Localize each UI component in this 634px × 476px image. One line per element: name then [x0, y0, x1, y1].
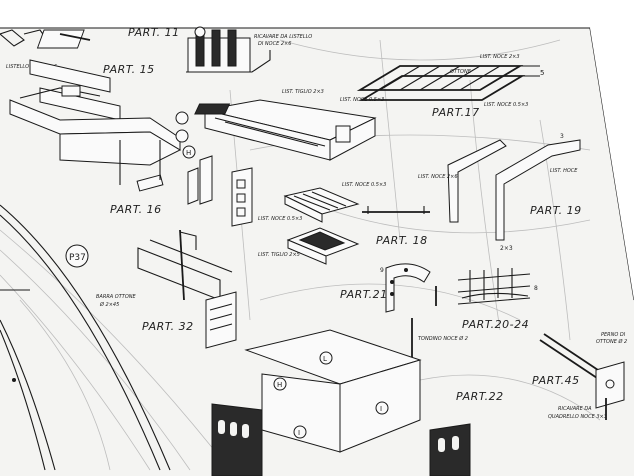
tondino-noce-note: TONDINO NOCE Ø 2 [418, 335, 468, 342]
small-stacked-parts [187, 155, 253, 227]
ricavare-quadrello-line1: RICAVARE DA [558, 406, 592, 412]
part-45-label: PART.45 [532, 374, 580, 387]
part-45-drawing [539, 333, 625, 420]
background-hull-outlines [0, 39, 601, 471]
list-noce-2x6-note: LIST. NOCE 2×6 [418, 174, 458, 180]
ricavare-quadrello-line2: QUADRELLO NOCE 3×3 [548, 414, 607, 420]
deckhouse-drawing [194, 99, 377, 161]
top-paper-edge [0, 0, 634, 28]
part-20-24-label: PART.20-24 [462, 318, 529, 331]
window-strip [211, 403, 471, 476]
part-20-24-drawing [457, 268, 531, 305]
list-noce-2x3-note: LIST. NOCE 2×3 [480, 54, 520, 60]
part-15-label: PART. 15 [103, 63, 155, 76]
list-noce-05x3-b-note: LIST. NOCE 0.5×3 [484, 102, 528, 108]
svg-text:I: I [380, 405, 382, 413]
dim-3: 3 [560, 133, 564, 140]
part-11-drawing [186, 26, 271, 73]
p37-label: P37 [69, 253, 86, 263]
ricavare-listello-line1: RICAVARE DA LISTELLO [254, 34, 312, 40]
ricavare-listello-line2: DI NOCE 2×6 [258, 41, 291, 47]
svg-text:I: I [298, 429, 300, 437]
part-19-label: PART. 19 [530, 204, 582, 217]
part-21-label: PART.21 [340, 288, 388, 301]
svg-text:L: L [323, 355, 327, 363]
list-noce-05x3-c-note: LIST. NOCE 0.5×3 [342, 182, 386, 188]
perno-line2: OTTONE Ø 2 [596, 338, 627, 345]
top-left-fittings [0, 29, 91, 49]
list-noce-05x3-side-note: LIST. NOCE 0.5×3 [258, 216, 302, 222]
curved-part-drawing [385, 263, 437, 360]
list-hoce-note: LIST. HOCE [550, 168, 578, 174]
dim-2x3: 2×3 [500, 245, 513, 252]
dim-5: 5 [540, 69, 544, 77]
p37-callout: P37 [65, 244, 89, 268]
part-18-drawing [283, 187, 430, 265]
barra-ottone-dim: Ø 2×45 [99, 301, 119, 308]
part-17-label: PART.17 [432, 106, 480, 119]
dim-9: 9 [380, 267, 384, 274]
part-15-16-drawing [9, 59, 189, 192]
part-32-drawing [137, 229, 237, 349]
part-18-label: PART. 18 [376, 234, 428, 247]
part-16-label: PART. 16 [110, 203, 162, 216]
part-32-label: PART. 32 [142, 320, 194, 333]
part-11-label: PART. 11 [128, 26, 180, 39]
part-22-label: PART.22 [456, 390, 504, 403]
barra-ottone-note: BARRA OTTONE [96, 294, 137, 300]
part-22-drawing: L H I I [244, 329, 422, 453]
ottone-note: OTTONE [450, 69, 472, 75]
rail-lines [0, 204, 171, 471]
list-tiglio-note: LIST. TIGLIO 2×3 [282, 89, 324, 95]
part-17-ladder [356, 65, 540, 101]
dim-8: 8 [534, 285, 538, 292]
svg-text:H: H [277, 381, 282, 389]
list-tiglio-2x5-note: LIST. TIGLIO 2×5 [258, 252, 300, 258]
perno-line1: PERNO DI [601, 332, 626, 338]
svg-text:H: H [186, 149, 191, 157]
right-paper-edge [590, 28, 634, 300]
part-19-drawing [447, 139, 581, 241]
marker-h-top: H [182, 145, 196, 159]
